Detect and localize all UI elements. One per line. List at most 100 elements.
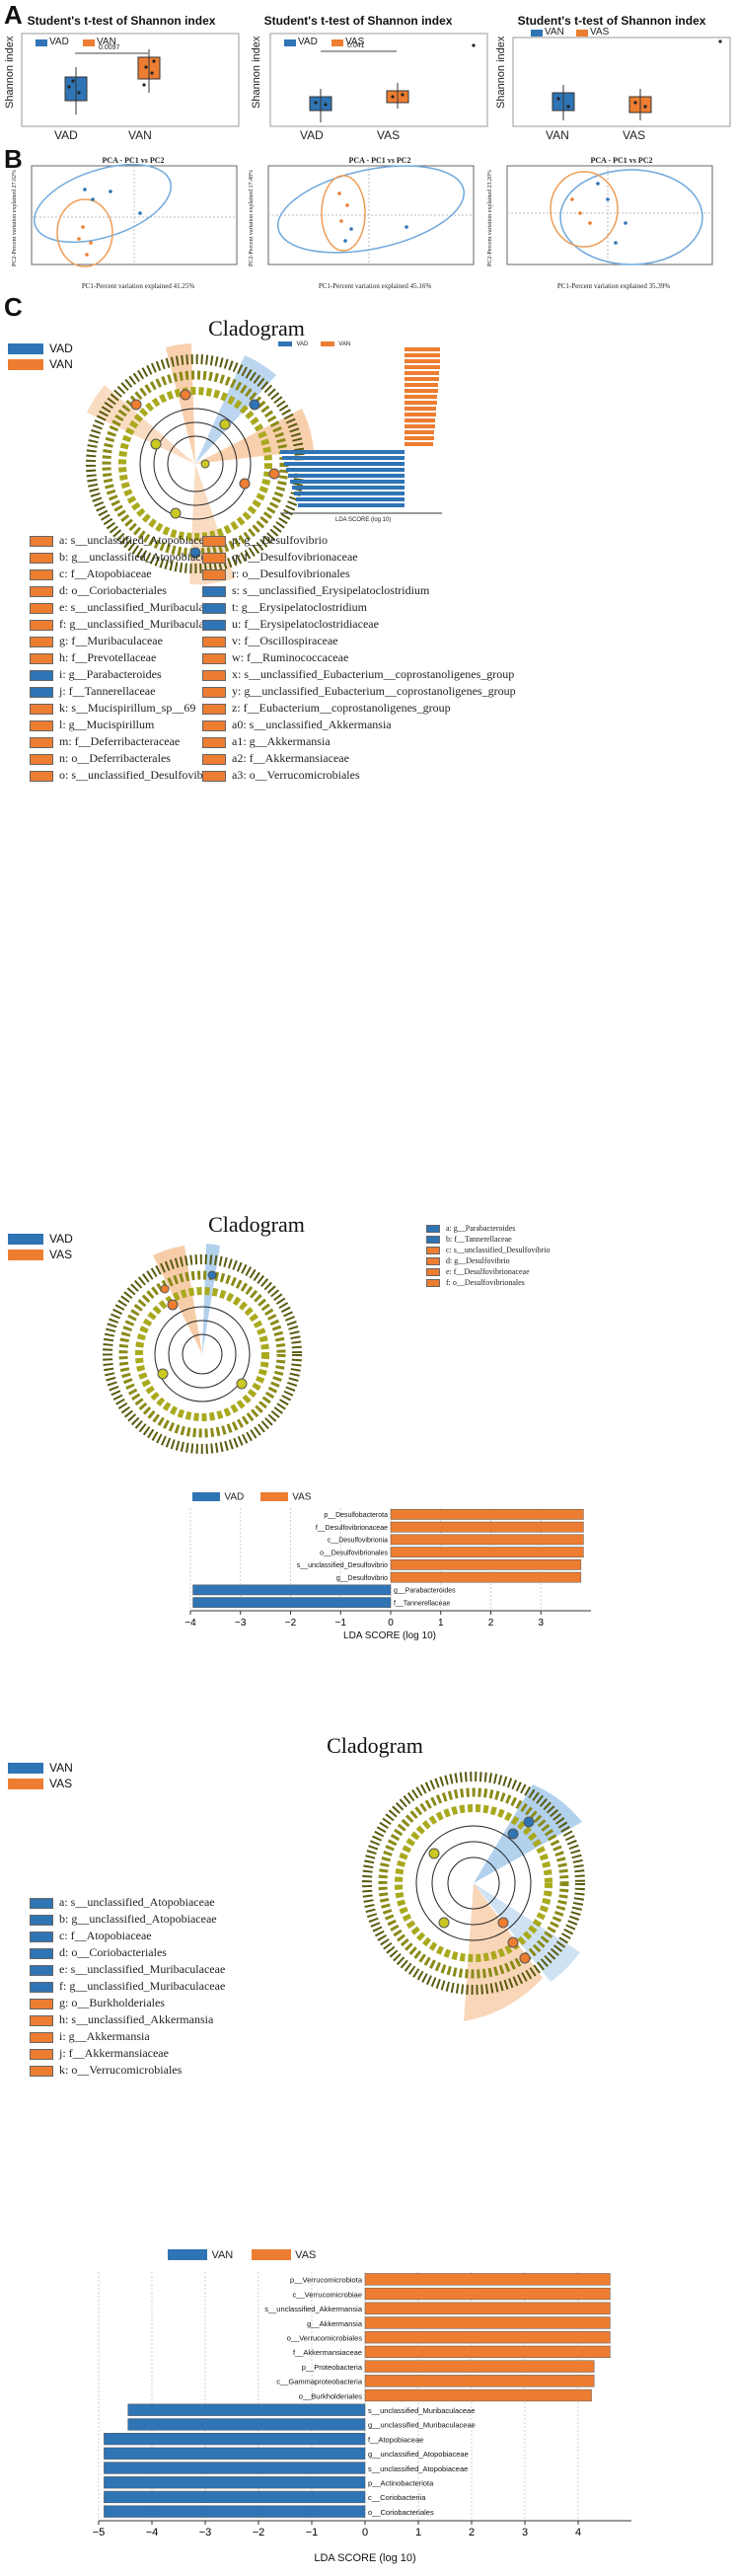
- point-vas: [337, 191, 341, 195]
- key-swatch: [30, 619, 53, 631]
- key-swatch: [30, 2031, 53, 2043]
- key-swatch: [30, 636, 53, 647]
- key-swatch: [30, 669, 53, 681]
- key-item: v: f__Oscillospiraceae: [202, 634, 338, 648]
- legend-label-vad: VAD: [296, 341, 309, 347]
- legend-swatch-van: [531, 30, 543, 37]
- lda1-bar: [298, 503, 405, 507]
- panelA-chart1-title: Student's t-test of Shannon index: [27, 14, 216, 28]
- key-item: y: g__unclassified_Eubacterium__coprosta…: [202, 684, 516, 699]
- ring: [118, 387, 272, 541]
- key-item: r: o__Desulfovibrionales: [202, 567, 350, 581]
- pca1-ylabel: PC2-Percent variation explained 27.02%: [12, 170, 18, 266]
- pca2-plot: [267, 165, 475, 265]
- key-swatch: [202, 703, 226, 715]
- legend-swatch-vas: [331, 39, 343, 46]
- lda-bar: [127, 2418, 366, 2431]
- point-van: [81, 225, 85, 229]
- ring-outer: [362, 1772, 585, 1995]
- x-tick-label: −4: [184, 1618, 196, 1629]
- key-item: d: o__Coriobacteriales: [30, 1945, 167, 1960]
- lda-bar-label: s__unclassified_Desulfovibrio: [297, 1562, 388, 1569]
- key-swatch: [30, 652, 53, 664]
- legend-swatch-van: [8, 359, 43, 370]
- lda-bar-label: s__unclassified_Muribaculaceae: [368, 2406, 475, 2415]
- key-item: a: s__unclassified_Atopobiaceae: [30, 533, 215, 548]
- point-vas: [578, 211, 582, 215]
- legend-label-van: VAN: [49, 1761, 73, 1775]
- legend-swatch-vad: [284, 39, 296, 46]
- key-swatch: [202, 636, 226, 647]
- data-point: [152, 59, 156, 63]
- legend-label-1: VAN: [545, 27, 564, 38]
- pca1-title: PCA - PC1 vs PC2: [102, 156, 165, 165]
- key-item: k: o__Verrucomicrobiales: [30, 2063, 182, 2078]
- node: [167, 1299, 179, 1311]
- lda-bar-label: p__Desulfobacterota: [324, 1512, 388, 1519]
- legend-swatch-van: [83, 39, 95, 46]
- lda1-bar: [405, 413, 436, 417]
- ring: [378, 1787, 569, 1979]
- key-swatch: [30, 2014, 53, 2026]
- ring: [167, 435, 224, 492]
- point-vad: [138, 211, 142, 215]
- key-swatch: [202, 736, 226, 748]
- key-swatch: [30, 585, 53, 597]
- lda-bar-label: c__Desulfovibrionia: [328, 1538, 388, 1545]
- pca2-xlabel: PC1-Percent variation explained 45.16%: [318, 282, 432, 290]
- y-axis-label: Shannon index: [251, 36, 262, 109]
- key-swatch: [202, 585, 226, 597]
- ring: [431, 1841, 516, 1926]
- x-category-2: VAS: [377, 128, 401, 142]
- lda1-bar: [405, 407, 436, 411]
- lda1-bar: [280, 450, 405, 454]
- key-item: h: f__Prevotellaceae: [30, 650, 156, 665]
- key-swatch: [202, 669, 226, 681]
- key-item: m: f__Deferribacteraceae: [30, 734, 180, 749]
- lda-bar: [364, 2273, 611, 2286]
- node: [219, 418, 231, 430]
- x-tick-label: −1: [335, 1618, 347, 1629]
- x-tick-label: −2: [285, 1618, 297, 1629]
- key-swatch: [30, 770, 53, 782]
- pca3-plot: [506, 165, 713, 265]
- panelA-chart2-title: Student's t-test of Shannon index: [263, 14, 453, 28]
- point-vad: [109, 189, 112, 193]
- lda1-bar: [282, 456, 405, 460]
- x-tick-label: −3: [199, 2527, 212, 2538]
- lda-bar-label: f__Akkermansiaceae: [293, 2348, 362, 2357]
- lda2-legend: VAD VAS: [192, 1488, 409, 1502]
- cladogram2-graphic: [103, 1244, 302, 1454]
- key-item: i: g__Akkermansia: [30, 2029, 150, 2044]
- key-item: a3: o__Verrucomicrobiales: [202, 768, 360, 783]
- lda-bar-label: s__unclassified_Akkermansia: [264, 2305, 363, 2313]
- key-item: p: g__Desulfovibrio: [202, 533, 328, 548]
- key-item: e: s__unclassified_Muribaculaceae: [30, 600, 225, 615]
- legend-swatch-vas: [8, 1250, 43, 1260]
- p-value: 0.041: [347, 42, 365, 49]
- lda1-bar: [405, 401, 437, 405]
- lda-bar-label: c__Verrucomicrobiae: [293, 2290, 362, 2299]
- key-swatch: [30, 736, 53, 748]
- y-axis-label: Shannon index: [495, 36, 507, 109]
- x-tick-label: 4: [575, 2527, 581, 2538]
- key-item: n: o__Deferribacterales: [30, 751, 171, 766]
- key-swatch: [30, 1998, 53, 2009]
- lda3-legend: VAN VAS: [168, 2246, 385, 2261]
- lda1-bar: [405, 359, 440, 363]
- x-tick-label: 1: [438, 1618, 444, 1629]
- data-point: [643, 105, 647, 109]
- node: [236, 1378, 248, 1390]
- x-category-2: VAS: [623, 128, 646, 142]
- lda-bar-label: c__Gammaproteobacteria: [276, 2378, 363, 2387]
- key-swatch: [202, 770, 226, 782]
- key-swatch: [202, 652, 226, 664]
- lda-bar: [364, 2388, 592, 2402]
- key-swatch: [426, 1268, 440, 1277]
- ring: [395, 1804, 552, 1962]
- lda1-bar: [284, 462, 405, 466]
- key-swatch: [202, 720, 226, 731]
- key-item: a1: g__Akkermansia: [202, 734, 331, 749]
- data-point: [142, 83, 146, 87]
- node: [207, 1270, 217, 1280]
